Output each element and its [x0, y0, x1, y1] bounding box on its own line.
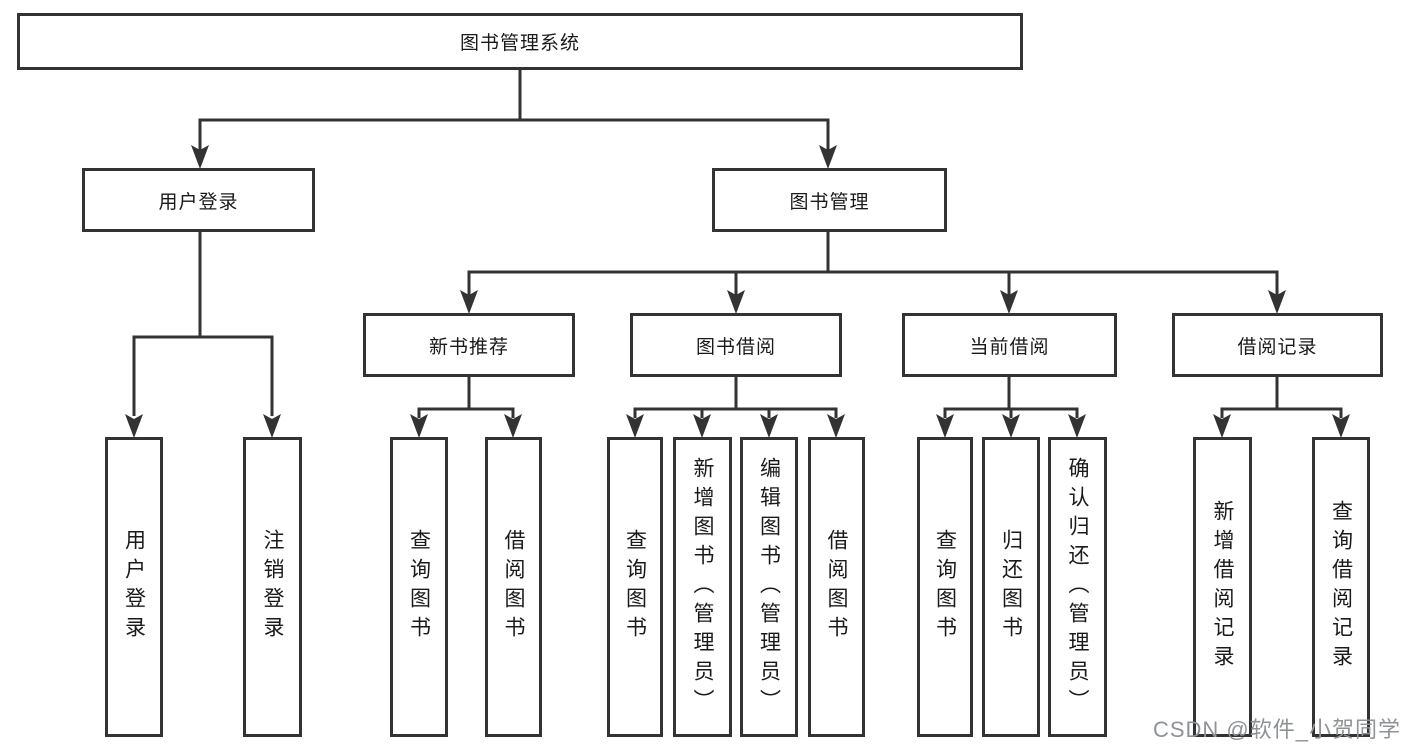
- leaf-user-login: 用户登录: [105, 437, 163, 737]
- leaf-label: 借阅图书: [825, 529, 848, 645]
- leaf-label: 新增图书（管理员）: [691, 456, 714, 718]
- node-borrow-record: 借阅记录: [1172, 313, 1383, 377]
- node-book-borrow: 图书借阅: [630, 313, 842, 377]
- watermark: CSDN @软件_小贺同学: [1152, 717, 1401, 742]
- node-book-borrow-label: 图书借阅: [695, 336, 776, 358]
- node-user-login-label: 用户登录: [158, 191, 239, 213]
- leaf-borrow-book-2: 借阅图书: [808, 437, 865, 737]
- leaf-borrow-book-1: 借阅图书: [485, 437, 542, 737]
- node-root: 图书管理系统: [17, 13, 1023, 70]
- leaf-return-book: 归还图书: [982, 437, 1040, 737]
- leaf-add-borrow-record: 新增借阅记录: [1193, 437, 1252, 737]
- node-current-borrow-label: 当前借阅: [969, 336, 1050, 358]
- leaf-label: 新增借阅记录: [1211, 500, 1234, 674]
- leaf-label: 确认归还（管理员）: [1066, 456, 1089, 718]
- node-root-label: 图书管理系统: [459, 33, 580, 54]
- leaf-label: 编辑图书（管理员）: [757, 456, 781, 718]
- node-new-book-recommend-label: 新书推荐: [428, 336, 509, 358]
- leaf-query-book-2: 查询图书: [607, 437, 663, 737]
- leaf-edit-book-admin: 编辑图书（管理员）: [740, 437, 798, 737]
- leaf-logout: 注销登录: [243, 437, 302, 737]
- leaf-query-book-3: 查询图书: [917, 437, 973, 737]
- leaf-label: 借阅图书: [502, 529, 525, 645]
- node-borrow-record-label: 借阅记录: [1237, 336, 1318, 358]
- leaf-label: 查询图书: [623, 529, 647, 645]
- node-new-book-recommend: 新书推荐: [363, 313, 575, 377]
- leaf-query-borrow-record: 查询借阅记录: [1312, 437, 1370, 737]
- node-user-login: 用户登录: [82, 168, 315, 232]
- leaf-query-book-1: 查询图书: [390, 437, 448, 737]
- leaf-label: 归还图书: [999, 529, 1023, 645]
- leaf-label: 查询图书: [933, 529, 957, 645]
- leaf-label: 查询图书: [407, 529, 431, 645]
- node-book-management-label: 图书管理: [789, 191, 870, 213]
- leaf-label: 用户登录: [122, 529, 146, 645]
- node-current-borrow: 当前借阅: [902, 313, 1117, 377]
- node-book-management: 图书管理: [712, 168, 947, 232]
- leaf-confirm-return-admin: 确认归还（管理员）: [1048, 437, 1107, 737]
- leaf-add-book-admin: 新增图书（管理员）: [673, 437, 732, 737]
- leaf-label: 注销登录: [261, 529, 284, 645]
- leaf-label: 查询借阅记录: [1329, 500, 1353, 674]
